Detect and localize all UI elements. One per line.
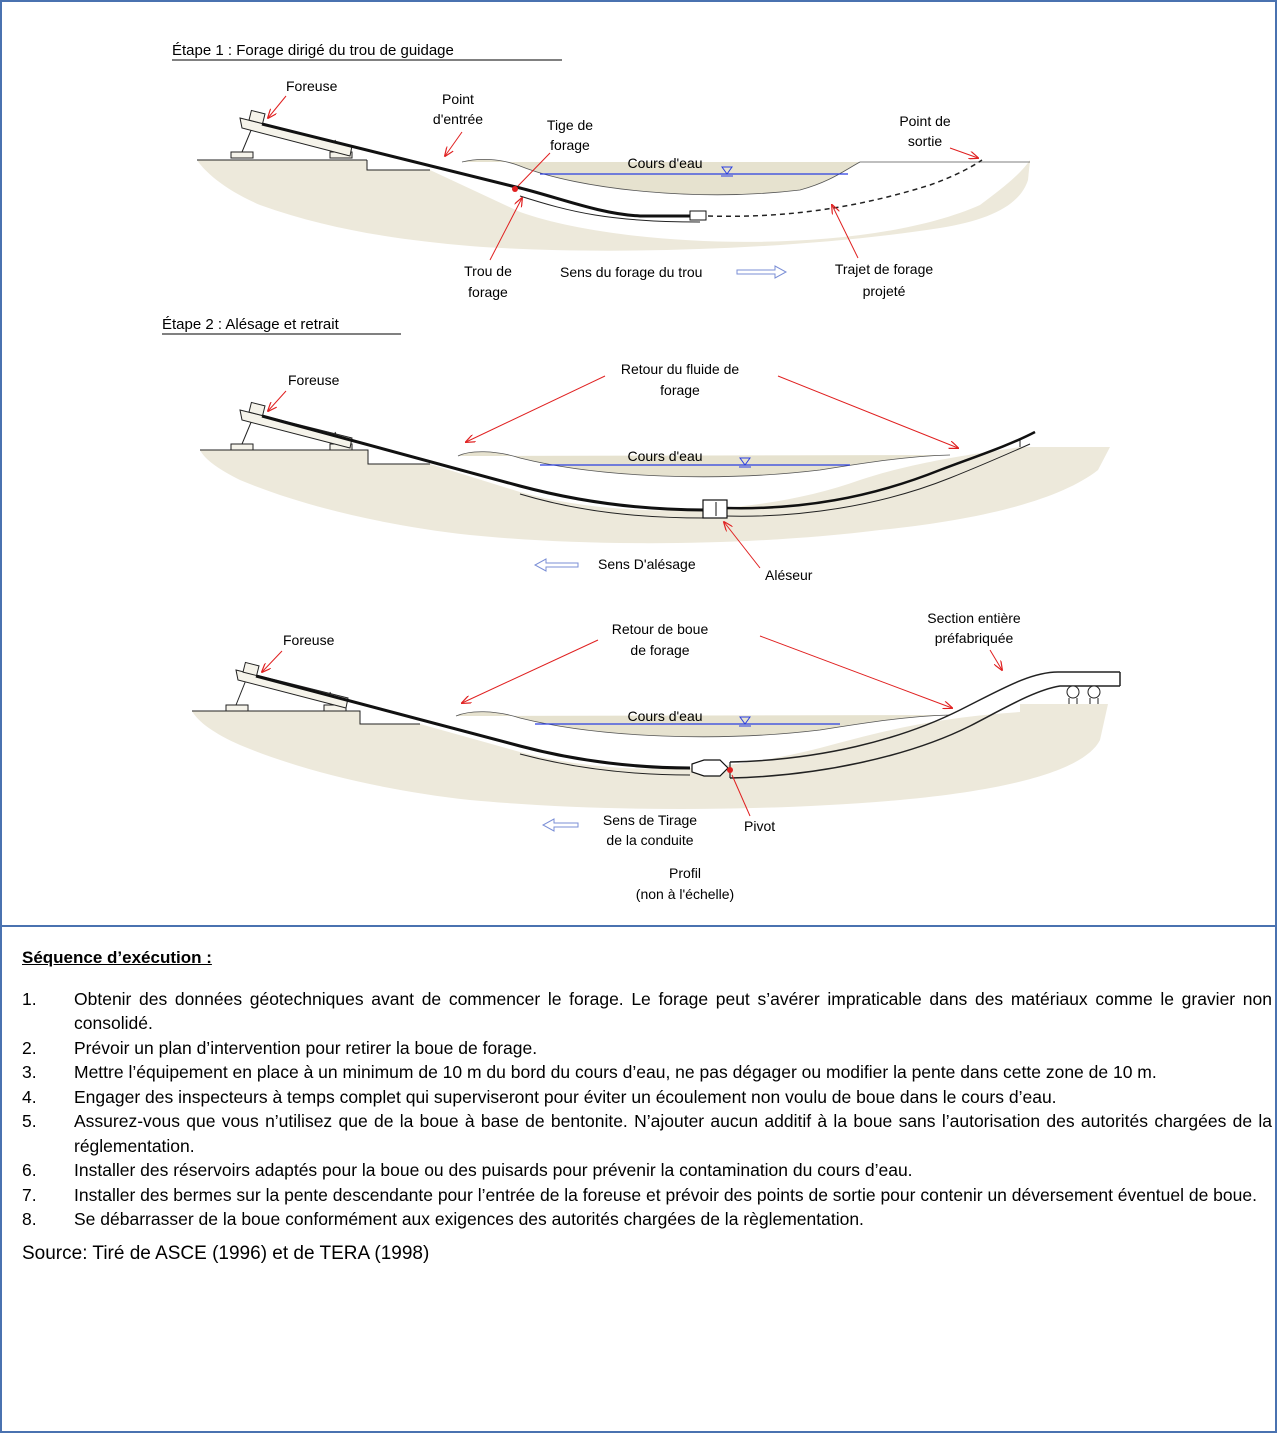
stage3-diagram: Foreuse Retour de boue de forage Section… <box>192 610 1121 902</box>
profile-label-1: Profil <box>669 865 701 881</box>
stage3-water-symbol <box>739 716 751 727</box>
stage1-river-bed <box>461 158 1030 196</box>
stage3-section-label-1: Section entière <box>927 610 1021 626</box>
steps-list: 1. Obtenir des données géotechniques avan… <box>22 987 1272 1232</box>
stage2-ground <box>200 447 1110 544</box>
stage3-product-pipe-bottom <box>729 685 1120 779</box>
step-number: 7. <box>22 1184 37 1205</box>
stage3-foreuse-label: Foreuse <box>283 632 335 648</box>
stage1-tige-label-2: forage <box>550 137 590 153</box>
stage3-drill-pipe <box>255 674 691 770</box>
stage1-point-entree-label-2: d'entrée <box>433 111 483 127</box>
stage1-direction-arrow <box>736 265 788 279</box>
step-text: Prévoir un plan d’intervention pour reti… <box>74 1037 538 1058</box>
profile-label-2: (non à l'échelle) <box>636 886 734 902</box>
stage2-foreuse-label: Foreuse <box>288 372 340 388</box>
stage2-retour-label-1: Retour du fluide de <box>621 361 740 377</box>
stage1-cours-eau-label: Cours d'eau <box>627 155 702 171</box>
step-text: Se débarrasser de la boue conformément a… <box>74 1209 864 1229</box>
stage1-trou-label-1: Trou de <box>464 263 512 279</box>
step-number: 5. <box>22 1111 37 1131</box>
stage1-trajet-label-2: projeté <box>863 283 906 299</box>
sequence-title: Séquence d’exécution : <box>22 948 212 967</box>
stage1-drill-head <box>689 210 707 221</box>
step-text: Obtenir des données géotechniques avant … <box>74 988 1272 1034</box>
stage3-section-label-2: préfabriquée <box>935 630 1014 646</box>
execution-sequence: Séquence d’exécution : 1. Obtenir des don… <box>22 946 1272 1285</box>
list-item: 5. Assurez-vous que vous n’utilisez que d… <box>22 1109 1272 1158</box>
stage2-title: Étape 2 : Alésage et retrait <box>162 316 340 333</box>
stage2-diagram: Étape 2 : Alésage et retrait Foreuse Ret… <box>162 316 1110 583</box>
stage3-cours-eau-label: Cours d'eau <box>627 708 702 724</box>
stage3-drill-rig <box>225 661 349 712</box>
stage2-retour-label-2: forage <box>660 382 700 398</box>
stage3-sens-label-2: de la conduite <box>606 832 693 848</box>
step-number: 3. <box>22 1062 37 1082</box>
list-item: 1. Obtenir des données géotechniques avan… <box>22 987 1272 1036</box>
step-text: Assurez-vous que vous n’utilisez que de … <box>74 1111 1272 1156</box>
stage1-trajet-label-1: Trajet de forage <box>835 261 934 277</box>
stage3-pivot-dot <box>727 767 733 773</box>
step-number: 1. <box>22 988 37 1009</box>
stage2-direction-arrow <box>533 558 579 572</box>
stage2-aleseur-label: Aléseur <box>765 567 813 583</box>
stage1-point-entree-label-1: Point <box>442 91 474 107</box>
step-text: Engager des inspecteurs à temps complet … <box>74 1086 1057 1107</box>
stage1-projected-path <box>707 159 983 218</box>
stage1-point-sortie-label-2: sortie <box>908 133 942 149</box>
stage3-retour-label-1: Retour de boue <box>612 621 709 637</box>
stage3-reamer <box>691 759 729 777</box>
section-divider <box>0 925 1277 927</box>
stage3-product-pipe-top <box>729 671 1120 763</box>
step-text: Installer des bermes sur la pente descen… <box>74 1184 1257 1205</box>
stage3-sens-label-1: Sens de Tirage <box>603 812 697 828</box>
stage2-sens-label: Sens D'alésage <box>598 556 696 572</box>
list-item: 8. Se débarrasser de la boue conformément… <box>22 1207 1272 1232</box>
list-item: 2. Prévoir un plan d’intervention pour re… <box>22 1036 1272 1061</box>
step-number: 8. <box>22 1209 37 1229</box>
stage1-point-sortie-label-1: Point de <box>899 113 951 129</box>
stage2-water-symbol <box>739 457 751 468</box>
stage3-retour-label-2: de forage <box>630 642 689 658</box>
stage1-water-symbol <box>721 166 733 177</box>
stage2-return-pipe <box>724 430 1036 510</box>
stage1-title: Étape 1 : Forage dirigé du trou de guida… <box>172 42 454 59</box>
source-citation: Source: Tiré de ASCE (1996) et de TERA (… <box>22 1242 430 1264</box>
step-text: Mettre l’équipement en place à un minimu… <box>74 1062 1157 1082</box>
stage3-ground <box>192 704 1108 809</box>
stage2-reamer <box>702 499 728 519</box>
stage3-direction-arrow <box>541 818 579 832</box>
stage1-drill-rig <box>230 109 353 159</box>
stage2-drill-rig <box>230 401 353 451</box>
list-item: 6. Installer des réservoirs adaptés pour … <box>22 1158 1272 1183</box>
step-text: Installer des réservoirs adaptés pour la… <box>74 1160 913 1180</box>
list-item: 7. Installer des bermes sur la pente desc… <box>22 1183 1272 1208</box>
step-number: 2. <box>22 1037 37 1058</box>
stage3-pivot-label: Pivot <box>744 818 775 834</box>
stage2-drill-pipe <box>261 414 706 512</box>
stage2-river-bed <box>457 451 951 478</box>
step-number: 4. <box>22 1086 37 1107</box>
list-item: 4. Engager des inspecteurs à temps comple… <box>22 1085 1272 1110</box>
list-item: 3. Mettre l’équipement en place à un mini… <box>22 1060 1272 1085</box>
stage1-sens-label: Sens du forage du trou <box>560 264 702 280</box>
stage2-cours-eau-label: Cours d'eau <box>627 448 702 464</box>
step-number: 6. <box>22 1160 37 1180</box>
stage1-drill-pipe <box>261 122 705 218</box>
stage1-diagram: Étape 1 : Forage dirigé du trou de guida… <box>172 42 1030 300</box>
hdd-diagram: Étape 1 : Forage dirigé du trou de guida… <box>162 42 1121 902</box>
stage1-ground <box>197 160 1030 251</box>
stage1-trou-label-2: forage <box>468 284 508 300</box>
stage1-pipe-dot <box>512 186 518 192</box>
stage3-pipe-rollers <box>1066 685 1101 704</box>
stage1-tige-label-1: Tige de <box>547 117 593 133</box>
stage1-foreuse-label: Foreuse <box>286 78 338 94</box>
